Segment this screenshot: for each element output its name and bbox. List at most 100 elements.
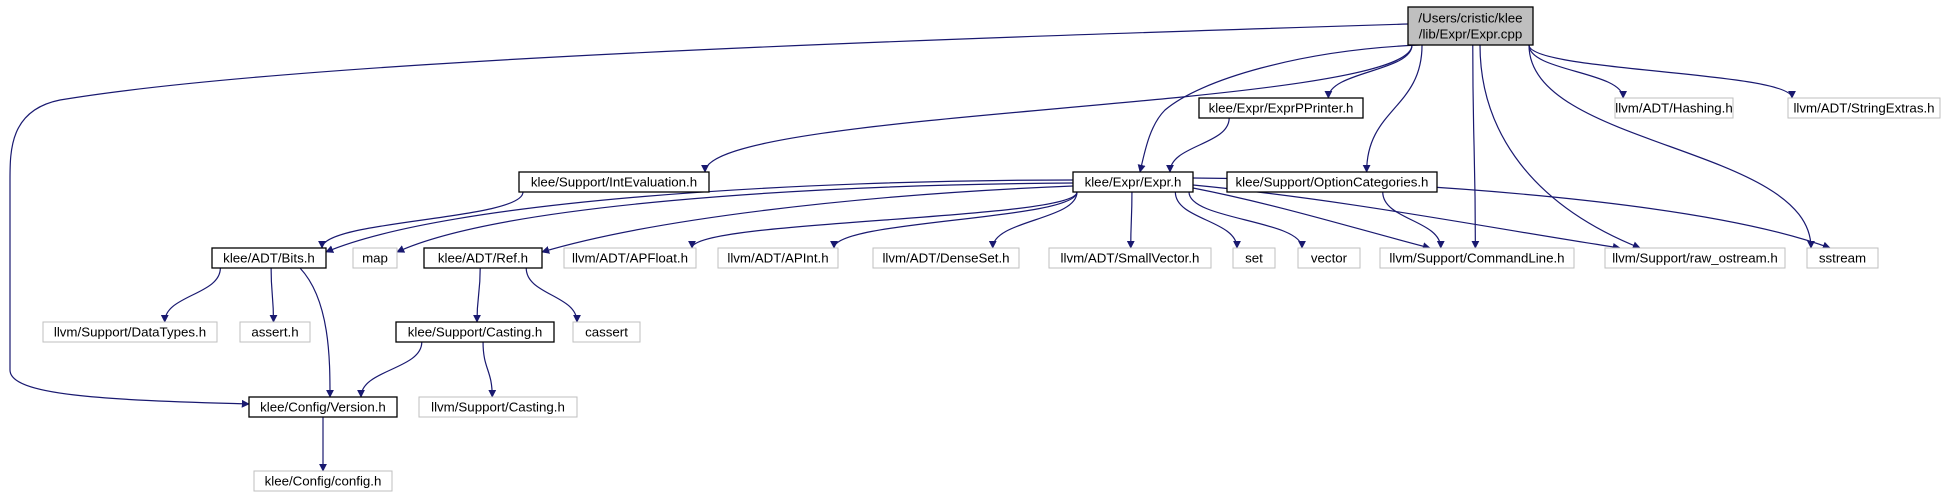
node-label: klee/ADT/Bits.h [223,251,315,266]
node-box [1379,247,1575,269]
node-int_evaluation[interactable]: klee/Support/IntEvaluation.h [518,171,710,193]
nodes-layer: /Users/cristic/klee/lib/Expr/Expr.cpp kle… [42,6,1941,492]
node-box [1232,247,1276,269]
edge-ref_h-to-cassert [525,267,581,323]
node-label: klee/Expr/ExprPPrinter.h [1209,101,1354,116]
node-label: klee/ADT/Ref.h [438,251,528,266]
edge-expr_h-to-apfloat [688,191,1078,249]
edge-bits_h-to-assert_h [269,267,278,323]
node-smallvector: llvm/ADT/SmallVector.h [1048,247,1212,269]
node-box [1048,247,1212,269]
node-label: llvm/Support/Casting.h [431,400,565,415]
edge-expr_h-to-commandline [1192,187,1431,251]
node-label: llvm/ADT/SmallVector.h [1061,251,1200,266]
node-box [1198,97,1364,119]
node-label: llvm/ADT/Hashing.h [1615,101,1733,116]
node-label: map [362,251,388,266]
node-box [563,247,697,269]
edge-expr_h-to-ref_h [541,185,1074,254]
node-box [418,396,578,418]
node-option_categories[interactable]: klee/Support/OptionCategories.h [1226,171,1438,193]
edge-expr_h-to-denseset [988,191,1078,249]
edge-expr_h-to-raw_ostream [1192,184,1621,251]
node-bits_h[interactable]: klee/ADT/Bits.h [211,247,327,269]
node-box [717,247,839,269]
node-box [1072,171,1194,193]
node-map: map [352,247,398,269]
node-ref_h[interactable]: klee/ADT/Ref.h [423,247,543,269]
node-assert_h: assert.h [239,321,311,343]
node-box [248,396,398,418]
edges-layer [9,23,1831,472]
edge-expr_h-to-bits_h [325,179,1074,253]
node-label: llvm/ADT/StringExtras.h [1793,101,1934,116]
node-config_h: klee/Config/config.h [253,470,393,492]
node-label: klee/Support/OptionCategories.h [1236,175,1429,190]
node-box [1787,97,1941,119]
node-cassert: cassert [572,321,641,343]
node-klee_casting[interactable]: klee/Support/Casting.h [395,321,555,343]
node-apfloat: llvm/ADT/APFloat.h [563,247,697,269]
node-label: /lib/Expr/Expr.cpp [1419,27,1522,42]
node-denseset: llvm/ADT/DenseSet.h [872,247,1020,269]
node-box [1407,6,1534,46]
node-label: klee/Config/config.h [265,474,382,489]
node-expr_cpp[interactable]: /Users/cristic/klee/lib/Expr/Expr.cpp [1407,6,1534,46]
node-label: llvm/Support/CommandLine.h [1389,251,1564,266]
edge-expr_cpp-to-expr_h [1137,44,1421,173]
node-box [872,247,1020,269]
node-label: vector [1311,251,1348,266]
edge-expr_cpp-to-sstream [1528,44,1815,249]
node-box [1614,97,1734,119]
node-expr_h[interactable]: klee/Expr/Expr.h [1072,171,1194,193]
node-label: llvm/ADT/APFloat.h [572,251,688,266]
edge-bits_h-to-version_h [299,267,334,398]
node-llvm_hashing: llvm/ADT/Hashing.h [1614,97,1734,119]
node-label: set [1245,251,1263,266]
node-version_h[interactable]: klee/Config/Version.h [248,396,398,418]
edge-expr_cpp-to-int_evaluation [701,44,1413,173]
edge-option_categories-to-commandline [1382,191,1445,249]
node-label: cassert [585,325,628,340]
node-box [1806,247,1879,269]
edge-expr_h-to-map [396,182,1074,253]
node-box [572,321,641,343]
node-sstream: sstream [1806,247,1879,269]
node-box [352,247,398,269]
node-box [1297,247,1361,269]
edge-bits_h-to-datatypes [160,267,221,323]
node-label: sstream [1819,251,1866,266]
edge-expr_cpp-to-commandline [1471,44,1480,249]
node-box [253,470,393,492]
node-label: llvm/Support/raw_ostream.h [1612,251,1778,266]
edge-klee_casting-to-llvm_casting [482,341,497,398]
node-llvm_stringextras: llvm/ADT/StringExtras.h [1787,97,1941,119]
node-box [239,321,311,343]
edge-expr_h-to-vector [1188,191,1306,249]
node-label: llvm/Support/DataTypes.h [54,325,206,340]
node-label: klee/Support/Casting.h [408,325,543,340]
node-label: klee/Expr/Expr.h [1085,175,1182,190]
node-box [1226,171,1438,193]
node-llvm_casting: llvm/Support/Casting.h [418,396,578,418]
node-box [42,321,218,343]
edge-expr_cpp-to-version_h [9,23,1409,408]
edge-expr_h-to-apint [830,191,1078,249]
edge-expr_cpp-to-expr_pprinter [1324,44,1413,99]
node-apint: llvm/ADT/APInt.h [717,247,839,269]
node-commandline: llvm/Support/CommandLine.h [1379,247,1575,269]
node-vector: vector [1297,247,1361,269]
node-box [518,171,710,193]
node-box [211,247,327,269]
node-box [395,321,555,343]
node-raw_ostream: llvm/Support/raw_ostream.h [1604,247,1786,269]
node-expr_pprinter[interactable]: klee/Expr/ExprPPrinter.h [1198,97,1364,119]
node-datatypes: llvm/Support/DataTypes.h [42,321,218,343]
node-box [1604,247,1786,269]
node-label: klee/Support/IntEvaluation.h [531,175,697,190]
edge-klee_casting-to-version_h [357,341,423,398]
edge-expr_h-to-set [1174,191,1241,249]
edge-expr_h-to-smallvector [1126,191,1135,249]
node-label: assert.h [251,325,298,340]
